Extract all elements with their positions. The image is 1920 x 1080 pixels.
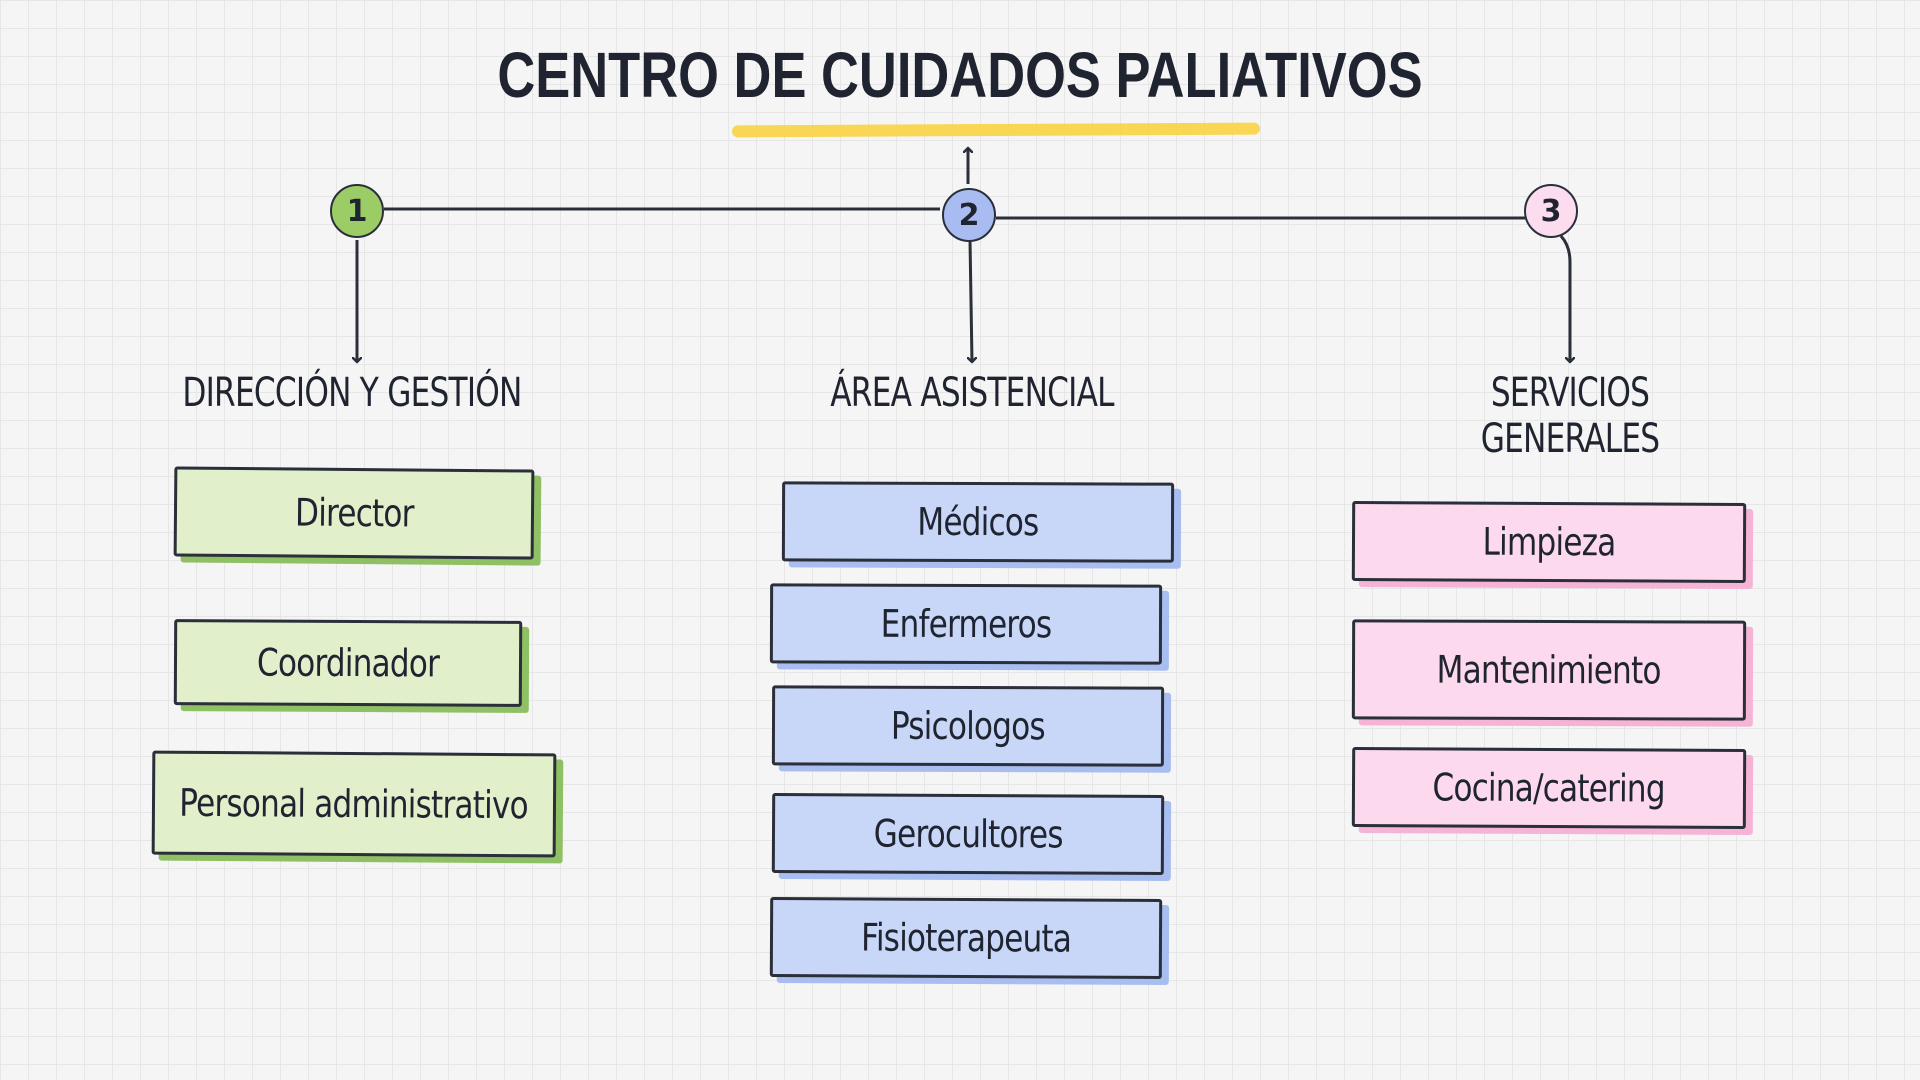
role-box-medicos: Médicos bbox=[781, 481, 1175, 563]
role-label: Cocina/catering bbox=[1432, 765, 1666, 811]
role-box-director: Director bbox=[173, 466, 535, 560]
role-label: Psicologos bbox=[890, 703, 1046, 749]
arrow-branch-2 bbox=[970, 239, 972, 362]
role-label: Coordinador bbox=[256, 640, 440, 686]
role-box-mantenimiento: Mantenimiento bbox=[1351, 619, 1747, 721]
role-box-limpieza: Limpieza bbox=[1351, 500, 1747, 584]
role-box-coordinador: Coordinador bbox=[173, 619, 523, 707]
branch-3-number: 3 bbox=[1524, 184, 1578, 238]
branch-2-heading: ÁREA ASISTENCIAL bbox=[830, 370, 1114, 416]
page-title: CENTRO DE CUIDADOS PALIATIVOS bbox=[497, 39, 1423, 111]
role-box-gerocultores: Gerocultores bbox=[771, 792, 1165, 876]
role-box-personal-administrativo: Personal administrativo bbox=[151, 750, 557, 858]
role-label: Médicos bbox=[917, 499, 1039, 545]
role-box-cocina-catering: Cocina/catering bbox=[1351, 746, 1747, 830]
role-label: Fisioterapeuta bbox=[860, 915, 1072, 961]
branch-1-number: 1 bbox=[330, 184, 384, 238]
arrow-branch-3 bbox=[1559, 234, 1570, 362]
branch-3-heading: SERVICIOS GENERALES bbox=[1480, 370, 1660, 462]
role-label: Director bbox=[294, 490, 414, 536]
role-label: Enfermeros bbox=[880, 601, 1052, 647]
role-box-fisioterapeuta: Fisioterapeuta bbox=[769, 896, 1163, 980]
role-label: Limpieza bbox=[1482, 519, 1616, 565]
role-box-psicologos: Psicologos bbox=[771, 685, 1165, 767]
role-label: Mantenimiento bbox=[1436, 647, 1662, 693]
branch-1-heading: DIRECCIÓN Y GESTIÓN bbox=[182, 370, 522, 416]
role-box-enfermeros: Enfermeros bbox=[769, 583, 1163, 665]
branch-2-number: 2 bbox=[942, 188, 996, 242]
role-label: Personal administrativo bbox=[179, 780, 529, 828]
role-label: Gerocultores bbox=[873, 811, 1063, 857]
